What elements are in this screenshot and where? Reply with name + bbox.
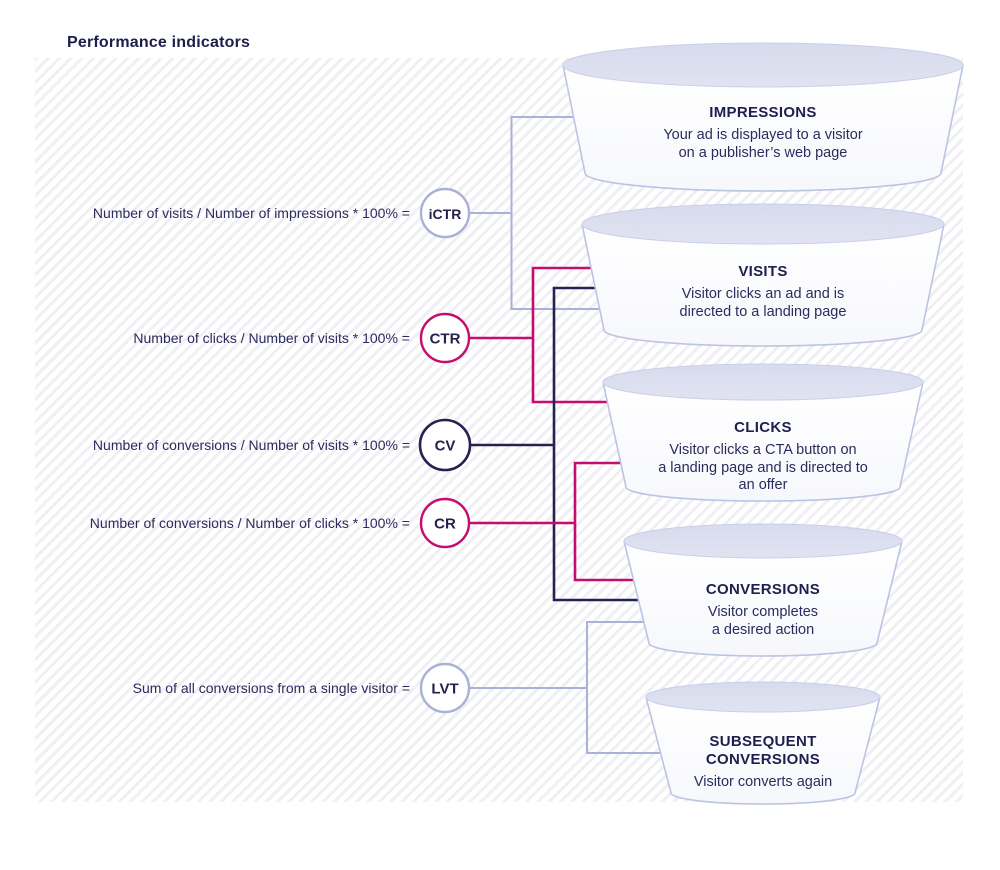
cr-badge-circle — [419, 497, 471, 549]
visits-description: Visitor clicks an ad and is directed to … — [679, 286, 847, 320]
ctr-connector — [469, 266, 625, 404]
lvt-formula: Sum of all conversions from a single vis… — [132, 680, 410, 696]
conversions-title: CONVERSIONS — [705, 581, 821, 598]
cv-formula: Number of conversions / Number of visits… — [92, 437, 410, 453]
funnel-top-ellipse — [562, 42, 964, 88]
clicks-description: Visitor clicks a CTA button on a landing… — [658, 442, 868, 493]
cv-bracket-line — [552, 286, 656, 602]
ctr-badge-label: CTR — [430, 331, 461, 348]
conversions-description: Visitor completes a desired action — [707, 604, 819, 638]
impressions-description: Your ad is displayed to a visitor on a p… — [663, 127, 863, 161]
subsequent-conversions-description: Visitor converts again — [693, 774, 833, 790]
cv-connector — [469, 286, 656, 602]
lvt-badge-circle — [419, 662, 471, 714]
funnel-outline — [602, 381, 924, 502]
ictr-bracket-line — [510, 116, 615, 310]
cr-bracket-line — [573, 461, 652, 582]
funnel-stage-clicks — [602, 363, 924, 502]
subsequent-conversions-title: SUBSEQUENT CONVERSIONS — [705, 733, 821, 768]
lvt-badge-label: LVT — [431, 681, 458, 698]
clicks-text: CLICKS Visitor clicks a CTA button on a … — [613, 419, 913, 495]
funnel-outline — [623, 540, 903, 657]
funnel-stage-conversions — [623, 523, 903, 657]
funnel-stage-subsequent-conversions — [645, 681, 881, 805]
ctr-badge-circle — [419, 312, 471, 364]
funnel-top-ellipse — [581, 203, 945, 245]
lvt-bracket-line — [586, 621, 676, 754]
funnel-outline — [562, 64, 964, 192]
funnel-body — [624, 541, 902, 656]
cr-badge-label: CR — [434, 516, 456, 533]
ictr-badge: iCTR — [419, 187, 471, 239]
visits-text: VISITS Visitor clicks an ad and is direc… — [613, 263, 913, 321]
funnel-top-ellipse — [623, 523, 903, 559]
cv-badge-circle — [418, 418, 472, 472]
funnel-body — [646, 697, 880, 804]
page-title: Performance indicators — [67, 34, 251, 51]
funnel-body — [582, 224, 944, 346]
lvt-connector — [469, 621, 676, 754]
funnel-outline — [581, 223, 945, 347]
ictr-badge-label: iCTR — [429, 206, 462, 222]
cv-badge: CV — [418, 418, 472, 472]
cv-badge-label: CV — [435, 438, 456, 455]
ictr-badge-circle — [419, 187, 471, 239]
funnel-body — [603, 382, 923, 501]
funnel-stage-visits — [581, 203, 945, 347]
lvt-badge: LVT — [419, 662, 471, 714]
ictr-connector — [469, 116, 615, 310]
impressions-text: IMPRESSIONS Your ad is displayed to a vi… — [613, 104, 913, 162]
ctr-badge: CTR — [419, 312, 471, 364]
impressions-title: IMPRESSIONS — [709, 104, 817, 121]
clicks-title: CLICKS — [734, 419, 792, 436]
cr-connector — [469, 461, 652, 582]
ictr-formula: Number of visits / Number of impressions… — [92, 205, 410, 221]
ctr-formula: Number of clicks / Number of visits * 10… — [133, 330, 410, 346]
conversions-text: CONVERSIONS Visitor completes a desired … — [613, 581, 913, 639]
funnel-body — [563, 65, 963, 191]
funnel-outline — [645, 696, 881, 805]
ctr-bracket-line — [531, 266, 625, 404]
subsequent-conversions-text: SUBSEQUENT CONVERSIONS Visitor converts … — [613, 733, 913, 792]
visits-title: VISITS — [738, 263, 788, 280]
cr-formula: Number of conversions / Number of clicks… — [89, 515, 410, 531]
funnel-top-ellipse — [645, 681, 881, 713]
cr-badge: CR — [419, 497, 471, 549]
funnel-stage-impressions — [562, 42, 964, 192]
funnel-top-ellipse — [602, 363, 924, 401]
